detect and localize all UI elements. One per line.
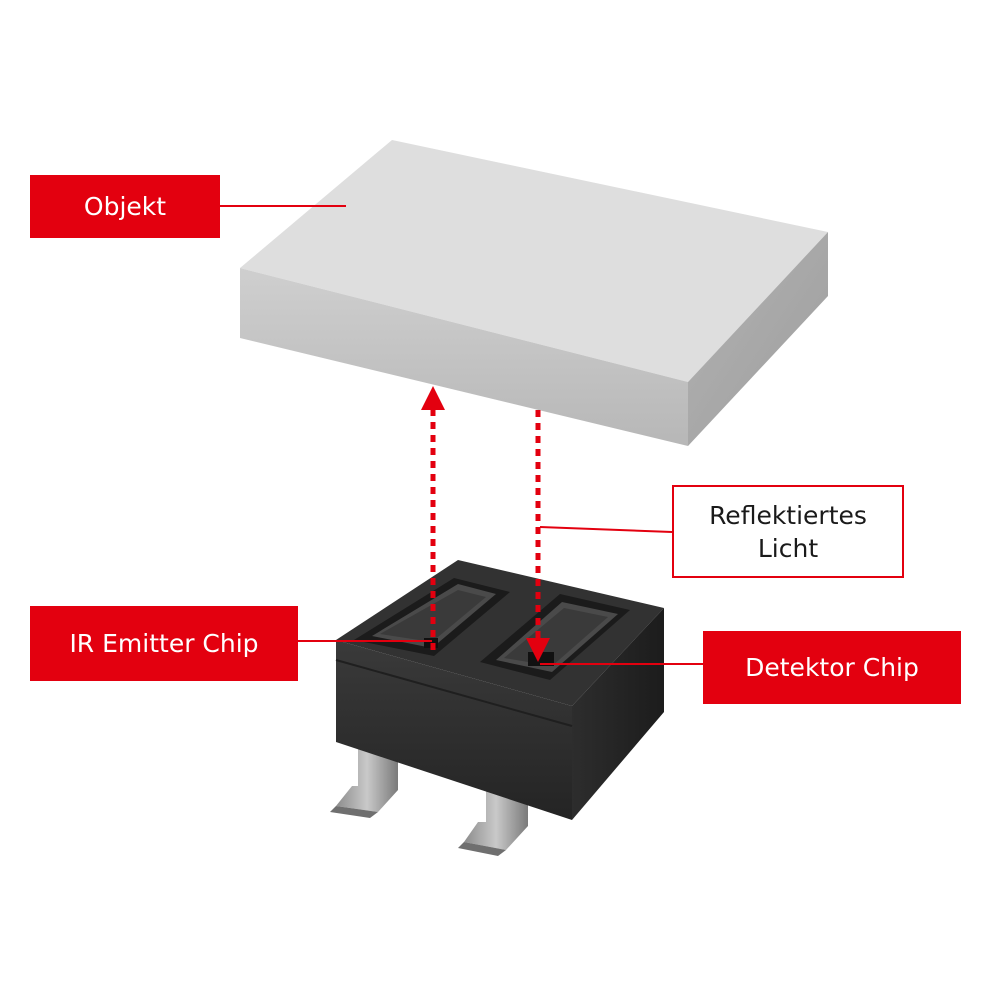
emitted-light-arrowhead	[421, 386, 445, 410]
sensor-package	[330, 560, 664, 856]
package-top-face	[336, 560, 664, 706]
label-detector: Detektor Chip	[703, 631, 961, 704]
package-side-face	[572, 608, 664, 820]
label-ir-emitter-text: IR Emitter Chip	[69, 629, 259, 658]
label-ir-emitter: IR Emitter Chip	[30, 606, 298, 681]
label-reflected-light-line2: Licht	[757, 533, 819, 563]
object-top-face	[240, 140, 828, 382]
leader-reflected-light	[539, 526, 673, 533]
object-side-face	[688, 232, 828, 446]
label-reflected-light: Reflektiertes Licht	[672, 485, 904, 578]
object-front-face	[240, 268, 688, 446]
light-paths	[421, 386, 550, 662]
package-front-face	[336, 640, 572, 820]
reflected-light-arrowhead	[526, 638, 550, 662]
object-block	[240, 140, 828, 446]
label-reflected-light-line1: Reflektiertes	[709, 500, 867, 530]
label-detector-text: Detektor Chip	[745, 653, 919, 682]
leader-lines	[220, 205, 703, 665]
label-objekt: Objekt	[30, 175, 220, 238]
label-objekt-text: Objekt	[83, 192, 167, 221]
detector-window	[480, 594, 630, 680]
